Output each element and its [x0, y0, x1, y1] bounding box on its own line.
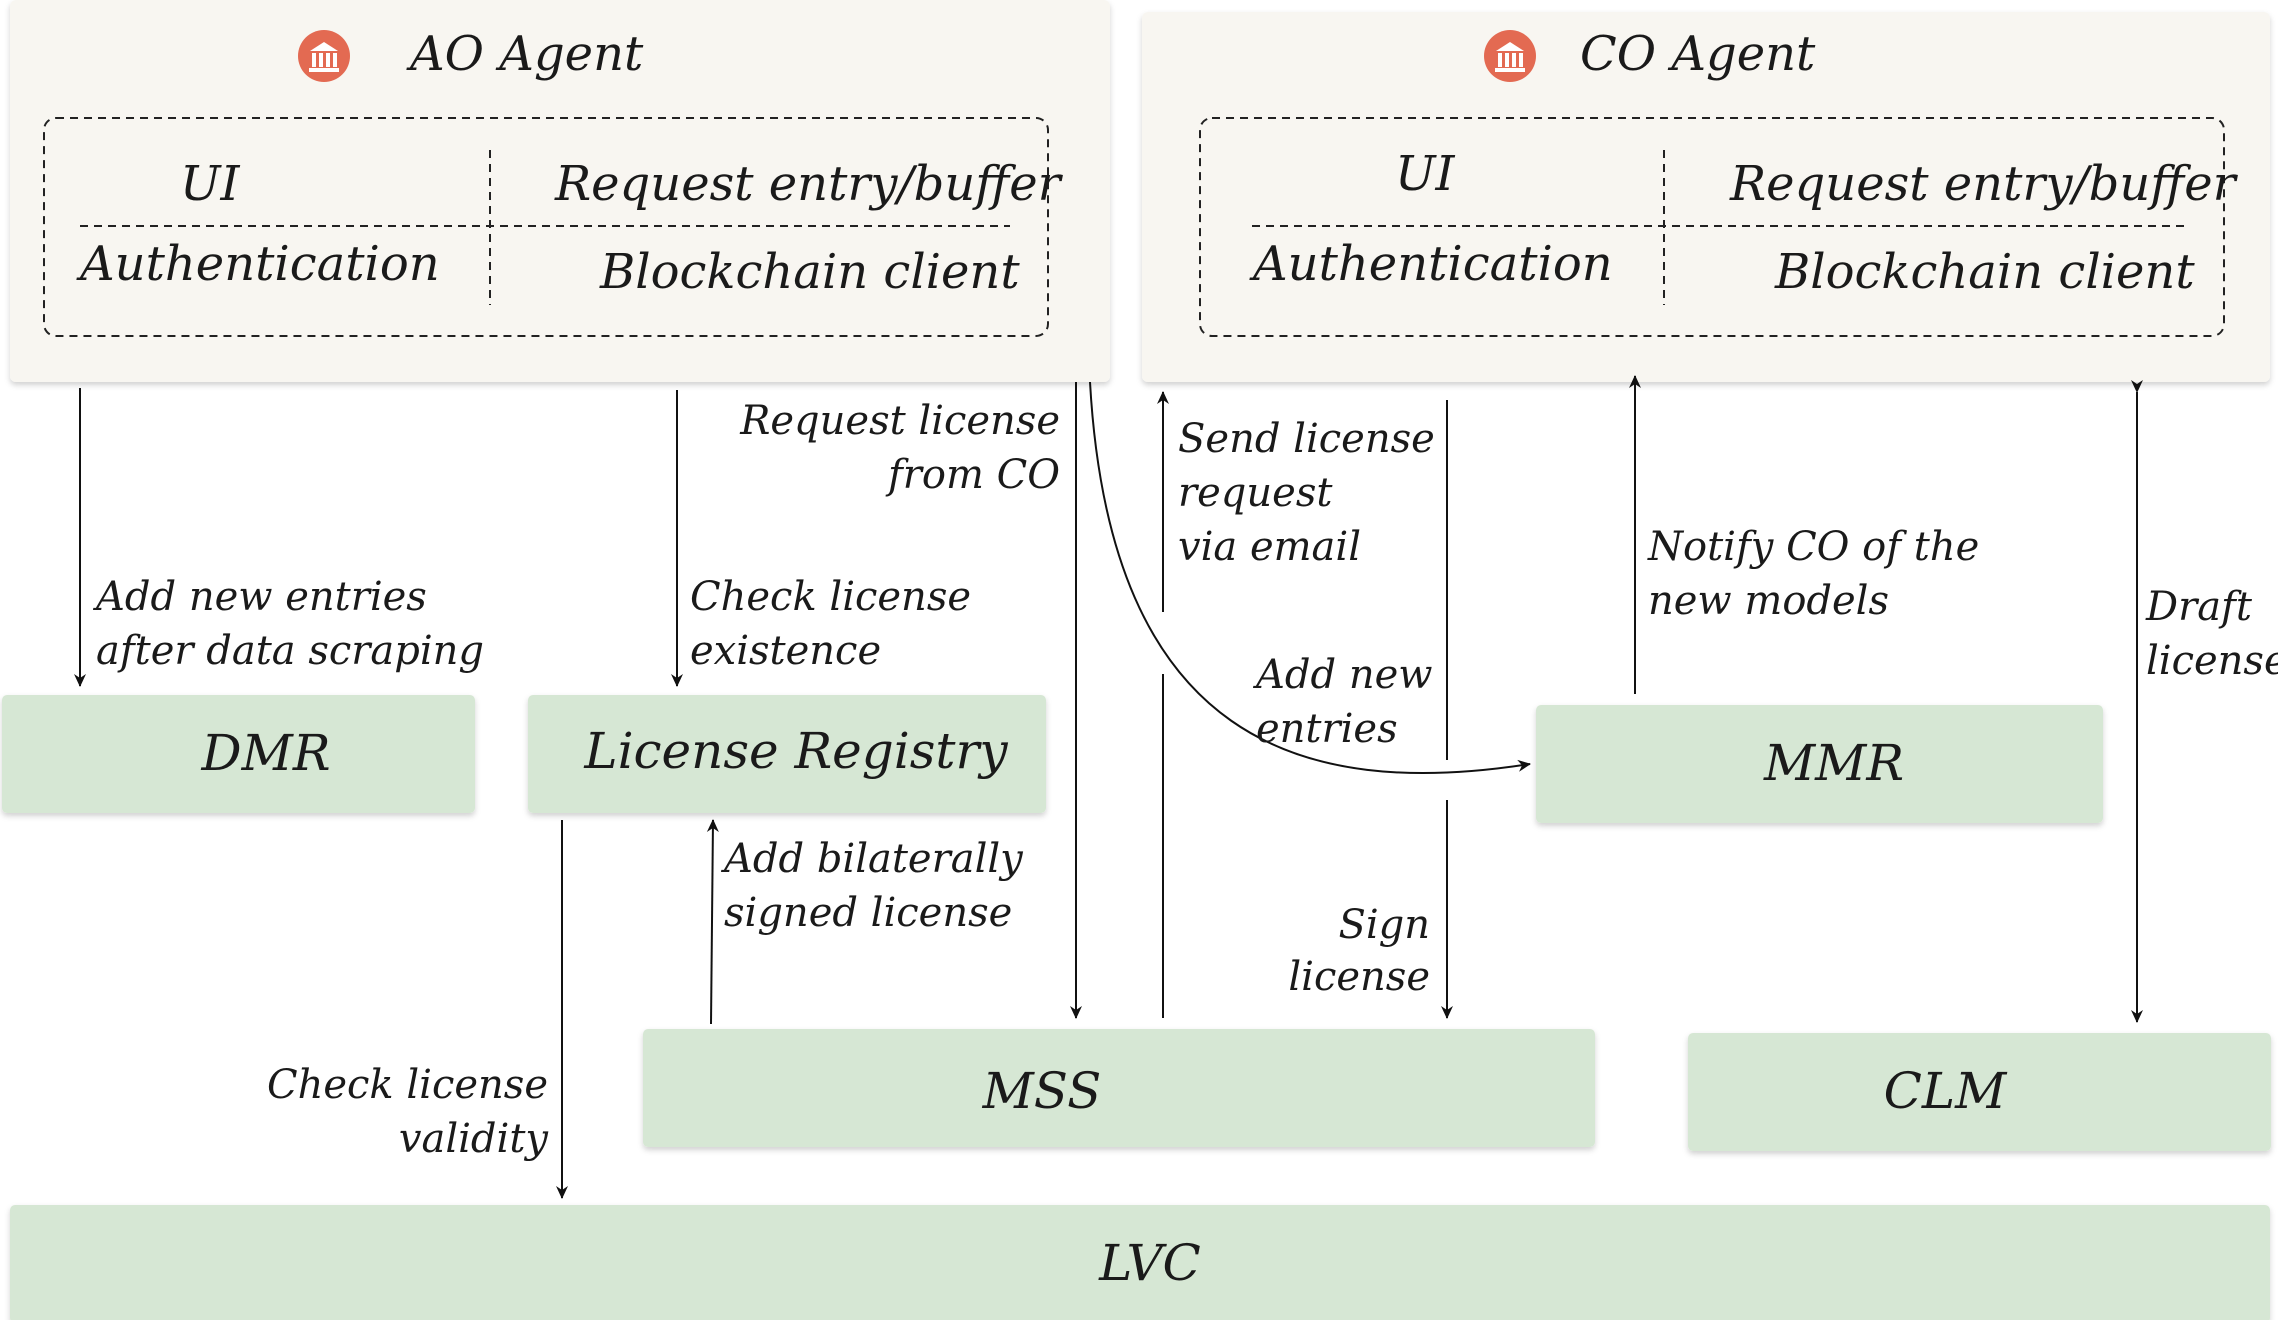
- label-add-bilateral-2: signed license: [724, 890, 1012, 936]
- mss-box: MSS: [643, 1029, 1595, 1147]
- label-add-new-entries-1: Add new: [1252, 652, 1432, 698]
- label-check-license-existence-2: existence: [690, 628, 881, 674]
- co-ui-label: UI: [1395, 146, 1455, 202]
- ao-ui-label: UI: [180, 156, 240, 212]
- dmr-label: DMR: [201, 724, 331, 782]
- ao-request-label: Request entry/buffer: [554, 156, 1064, 212]
- label-send-license-request-1: Send license: [1178, 416, 1435, 462]
- clm-label: CLM: [1884, 1062, 2008, 1120]
- label-add-new-entries-2: entries: [1256, 706, 1398, 752]
- label-notify-co-2: new models: [1648, 578, 1889, 624]
- co-auth-label: Authentication: [1249, 236, 1613, 292]
- label-check-license-existence-1: Check license: [690, 574, 971, 620]
- license-registry-label: License Registry: [583, 722, 1008, 780]
- dmr-box: DMR: [2, 695, 475, 813]
- ao-agent-title: AO Agent: [406, 26, 644, 82]
- label-add-bilateral-1: Add bilaterally: [720, 836, 1024, 882]
- co-request-label: Request entry/buffer: [1729, 156, 2239, 212]
- bank-icon: [1484, 30, 1536, 82]
- clm-box: CLM: [1688, 1033, 2271, 1151]
- label-draft-license-1: Draft: [2145, 584, 2253, 630]
- bank-icon: [298, 30, 350, 82]
- label-send-license-request-2: request: [1178, 470, 1333, 516]
- label-notify-co-1: Notify CO of the: [1647, 524, 1979, 570]
- label-add-new-entries-scraping-2: after data scraping: [96, 628, 484, 674]
- ao-auth-label: Authentication: [76, 236, 440, 292]
- label-draft-license-2: license: [2146, 638, 2278, 684]
- ao-agent-modules: [43, 117, 1049, 337]
- mmr-label: MMR: [1763, 734, 1904, 792]
- ao-agent-panel: AO Agent UI Request entry/buffer Authent…: [10, 0, 1110, 382]
- arrow-mss-to-license-registry: [706, 819, 719, 1025]
- arrow-ao-to-mmr: [1089, 381, 1531, 775]
- label-sign-license-2: license: [1288, 954, 1430, 1000]
- label-check-validity-2: validity: [399, 1116, 550, 1162]
- mmr-box: MMR: [1536, 705, 2103, 823]
- label-send-license-request-3: via email: [1178, 524, 1361, 570]
- lvc-box: LVC: [10, 1205, 2270, 1320]
- label-request-license-1: Request license: [739, 398, 1060, 444]
- label-request-license-2: from CO: [885, 452, 1060, 498]
- label-check-validity-1: Check license: [267, 1062, 548, 1108]
- label-sign-license-1: Sign: [1338, 902, 1430, 948]
- label-add-new-entries-scraping-1: Add new entries: [92, 574, 427, 620]
- lvc-label: LVC: [1098, 1234, 1201, 1292]
- ao-blockchain-label: Blockchain client: [599, 244, 1020, 300]
- mss-label: MSS: [982, 1062, 1102, 1120]
- co-agent-title: CO Agent: [1580, 26, 1816, 82]
- license-registry-box: License Registry: [528, 695, 1046, 813]
- co-blockchain-label: Blockchain client: [1774, 244, 2195, 300]
- co-agent-panel: CO Agent UI Request entry/buffer Authent…: [1142, 12, 2270, 382]
